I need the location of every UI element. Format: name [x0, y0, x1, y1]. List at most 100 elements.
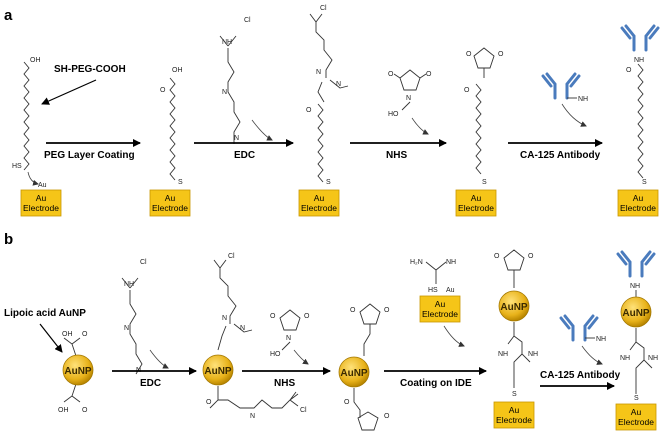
nhs-ring-top	[359, 303, 381, 356]
o-text: O	[466, 51, 472, 58]
electrode-line1: Au	[165, 193, 176, 203]
oh-text: OH	[62, 331, 73, 338]
electrode-line2: Electrode	[496, 415, 532, 425]
electrode-line2: Electrode	[422, 309, 458, 319]
o-text: O	[306, 107, 312, 114]
nhs-ring	[393, 69, 427, 91]
aunp-particle	[620, 296, 652, 328]
electrode-line2: Electrode	[620, 203, 656, 213]
coating-curved-arrow	[443, 325, 465, 347]
nh2-text: NH	[578, 96, 588, 103]
electrode-line2: Electrode	[618, 417, 654, 427]
peg-chain	[23, 61, 30, 171]
peg-chain	[169, 77, 176, 181]
o-text-4: O	[384, 413, 390, 420]
stage-a2: OH O S Au Electrode	[149, 67, 191, 217]
coating-reagent: H₂N NH HS Au Au Electrode	[410, 259, 461, 323]
o-text-2: O	[384, 307, 390, 314]
n-text: N	[222, 89, 227, 96]
ca125-label-b: CA-125 Antibody	[540, 370, 621, 381]
aunp-text: AuNP	[622, 308, 650, 319]
stage-b1: OH O OH O AuNP	[58, 331, 94, 414]
edc-adduct-bottom	[209, 386, 299, 409]
n-text-2: N	[240, 325, 245, 332]
cl-text: Cl	[244, 17, 251, 24]
thiourea-bonds	[425, 261, 447, 284]
lipoic-arrow	[39, 323, 63, 353]
o-text: O	[82, 331, 88, 338]
h2n-text: H₂N	[410, 259, 423, 266]
aunp-particle	[202, 354, 234, 386]
n-text-3: N	[250, 413, 255, 420]
o-text: O	[388, 71, 394, 78]
electrode-line1: Au	[435, 299, 446, 309]
cl-text: Cl	[228, 253, 235, 260]
o-text: O	[160, 87, 166, 94]
aunp-text: AuNP	[204, 366, 232, 377]
hs-text: HS	[12, 163, 22, 170]
ho-text: HO	[270, 351, 281, 358]
thiourea-link	[507, 322, 531, 388]
edc-adduct	[309, 13, 349, 103]
lipoic-label: Lipoic acid AuNP	[4, 308, 86, 319]
stage-a1: OH HS Au Au Electrode	[12, 57, 62, 217]
n-text-2: N	[234, 135, 239, 142]
peg-coating-label: PEG Layer Coating	[44, 150, 135, 161]
nhs-ring	[503, 249, 525, 288]
au-electrode	[20, 189, 62, 217]
peg-chain	[475, 83, 482, 175]
nhs-curved-arrow	[411, 117, 429, 135]
edc-curved-arrow	[251, 119, 273, 141]
stage-b3: O O AuNP O O	[338, 303, 390, 431]
nh-text: NH	[634, 57, 644, 64]
stage-b5: NH AuNP NH NH S Au Electrode	[615, 250, 658, 431]
o-text-2: O	[528, 253, 534, 260]
aunp-text: AuNP	[64, 366, 92, 377]
au-electrode	[617, 189, 659, 217]
ca125-label: CA-125 Antibody	[520, 150, 601, 161]
coating-ide-label: Coating on IDE	[400, 378, 472, 389]
ab-curved-arrow	[561, 103, 587, 127]
n-oh-bond	[401, 101, 411, 111]
edc-curved-arrow	[149, 349, 169, 369]
nhs-ring	[473, 47, 495, 69]
electrode-line1: Au	[631, 407, 642, 417]
electrode-line2: Electrode	[23, 203, 59, 213]
nh2-text: NH	[446, 259, 456, 266]
ab-curved-arrow	[581, 345, 603, 365]
peg-chain	[317, 103, 324, 183]
hs-text: HS	[428, 287, 438, 294]
s-text: S	[178, 179, 183, 186]
stage-b4: O O AuNP NH NH S Au Electrode	[493, 249, 538, 429]
n-text-2: N	[336, 81, 341, 88]
aunp-text: AuNP	[500, 302, 528, 313]
aunp-particle	[62, 354, 94, 386]
nh-text: NH	[124, 281, 134, 288]
au-electrode	[149, 189, 191, 217]
nh2-text: NH	[596, 336, 606, 343]
oh-text: OH	[30, 57, 41, 64]
antibody-icon	[541, 72, 581, 100]
au-electrode	[455, 189, 497, 217]
stage-a5: NH O S Au Electrode	[617, 24, 660, 217]
nhs-label-b: NHS	[274, 378, 295, 389]
n-text: N	[406, 95, 411, 102]
n-text: N	[286, 335, 291, 342]
s-text: S	[482, 179, 487, 186]
antibody-icon	[616, 250, 656, 278]
electrode-line1: Au	[509, 405, 520, 415]
cl-text: Cl	[140, 259, 147, 266]
o-text: O	[494, 253, 500, 260]
oh-text-2: OH	[58, 407, 69, 414]
electrode-line2: Electrode	[301, 203, 337, 213]
o-text: O	[350, 307, 356, 314]
ho-text: HO	[388, 111, 399, 118]
edc-reagent-b: Cl NH N N	[121, 259, 147, 375]
nh2-text: NH	[528, 351, 538, 358]
o-text-3: O	[464, 87, 470, 94]
o-text-2: O	[498, 51, 504, 58]
electrode-line2: Electrode	[458, 203, 494, 213]
antibody-reagent-b: NH	[559, 314, 606, 343]
au-electrode	[419, 295, 461, 323]
